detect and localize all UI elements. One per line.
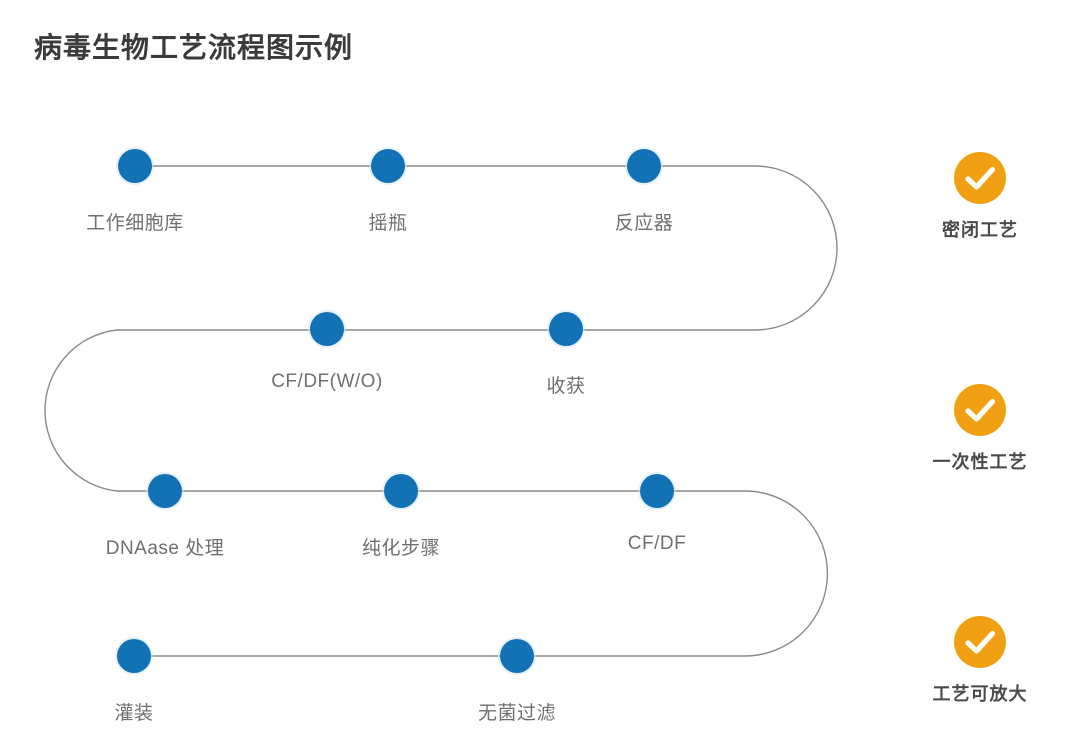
flow-node-bioreactor[interactable] <box>627 149 661 183</box>
flow-node-label-filling: 灌装 <box>114 703 154 724</box>
feature-badge-label-closed-process: 密闭工艺 <box>942 220 1018 240</box>
check-mark-icon <box>965 398 996 422</box>
check-circle-icon <box>954 384 1006 436</box>
flow-path-line <box>44 165 838 657</box>
flow-node-dnaase-treatment[interactable] <box>148 474 182 508</box>
feature-badge-label-scalable-process: 工艺可放大 <box>932 684 1028 704</box>
flow-node-shake-flask[interactable] <box>371 149 405 183</box>
flow-node-group <box>115 147 676 675</box>
flow-node-purification-step[interactable] <box>384 474 418 508</box>
flow-node-label-working-cell-bank: 工作细胞库 <box>86 213 184 234</box>
feature-badge-label-single-use: 一次性工艺 <box>932 452 1028 472</box>
flow-node-filling[interactable] <box>117 639 151 673</box>
flow-node-label-sterile-filtration: 无菌过滤 <box>477 703 557 724</box>
check-circle-icon <box>954 616 1006 668</box>
feature-badge-scalable-process[interactable]: 工艺可放大 <box>880 616 1080 706</box>
check-mark-icon <box>965 630 996 654</box>
flow-node-harvest[interactable] <box>549 312 583 346</box>
check-circle-icon <box>954 152 1006 204</box>
feature-badge-single-use[interactable]: 一次性工艺 <box>880 384 1080 474</box>
flow-node-cf-df[interactable] <box>640 474 674 508</box>
page-title: 病毒生物工艺流程图示例 <box>34 32 354 63</box>
flow-node-label-shake-flask: 摇瓶 <box>368 213 408 234</box>
flow-node-label-dnaase-treatment: DNAase 处理 <box>105 538 225 559</box>
flow-node-sterile-filtration[interactable] <box>500 639 534 673</box>
flow-node-label-cf-df-wo: CF/DF(W/O) <box>271 371 383 392</box>
flow-node-label-harvest: 收获 <box>546 376 586 397</box>
flow-node-label-cf-df: CF/DF <box>627 533 687 554</box>
check-mark-icon <box>965 166 996 190</box>
flow-node-working-cell-bank[interactable] <box>118 149 152 183</box>
feature-badge-closed-process[interactable]: 密闭工艺 <box>880 152 1080 242</box>
flow-node-label-purification-step: 纯化步骤 <box>361 538 441 559</box>
flow-node-label-bioreactor: 反应器 <box>614 213 674 234</box>
flow-node-cf-df-wo[interactable] <box>310 312 344 346</box>
